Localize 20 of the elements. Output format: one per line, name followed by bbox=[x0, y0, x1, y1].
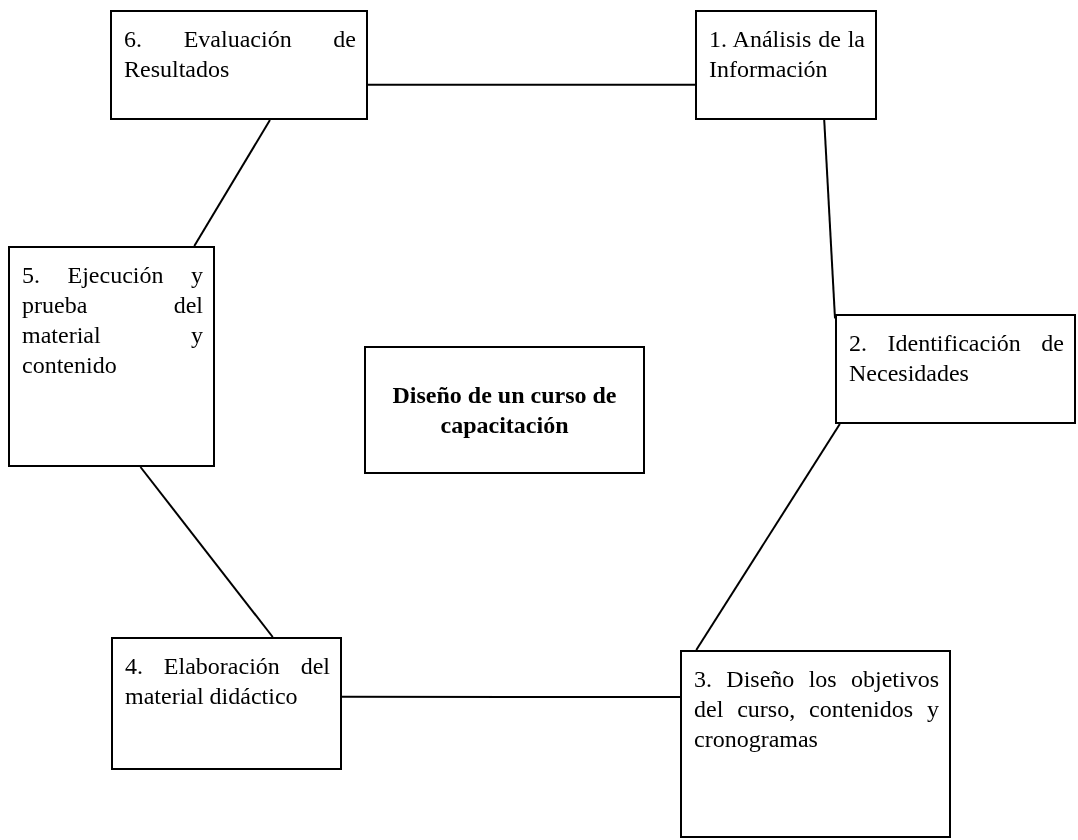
step-box bbox=[695, 10, 877, 120]
step-box bbox=[680, 650, 951, 838]
central-label: Diseño de un curso de capacitación bbox=[391, 381, 618, 440]
step-label: 1. Análisis de la Información bbox=[709, 25, 865, 84]
step-label: 2. Identificación de Necesidades bbox=[849, 329, 1064, 388]
connector-line bbox=[193, 119, 271, 247]
step-label: 5. Ejecución y prueba del material y contenido bbox=[22, 261, 203, 380]
step-label: 4. Elaboración del material didáctico bbox=[125, 652, 330, 711]
connector-line bbox=[695, 423, 841, 651]
step-box bbox=[110, 10, 368, 120]
central-box bbox=[364, 346, 645, 474]
connector-line bbox=[367, 83, 696, 86]
connector-line bbox=[341, 695, 681, 698]
step-box bbox=[8, 246, 215, 467]
connector-line bbox=[139, 466, 274, 638]
step-label: 6. Evaluación de Resultados bbox=[124, 25, 356, 84]
step-box bbox=[835, 314, 1076, 424]
connector-line bbox=[823, 119, 836, 320]
step-box bbox=[111, 637, 342, 770]
step-label: 3. Diseño los objetivos del curso, contenidos y cronogramas bbox=[694, 665, 939, 754]
